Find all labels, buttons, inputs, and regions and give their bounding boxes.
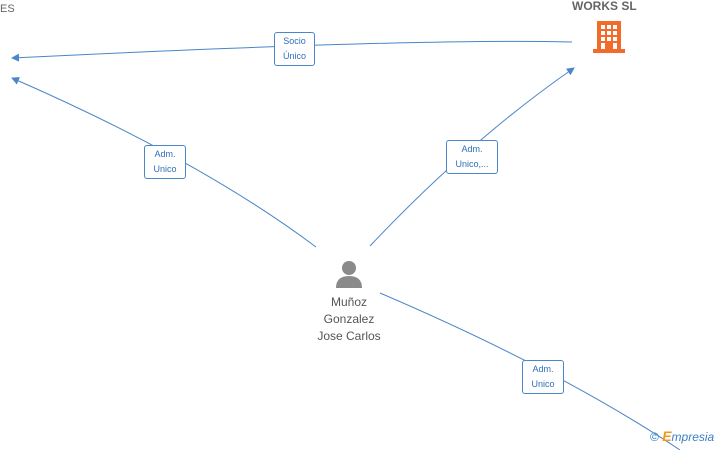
copyright-symbol: © [650, 430, 659, 444]
edge-label-line: Adm. [532, 364, 554, 374]
brand-name: mpresia [671, 430, 715, 444]
edge-label-line: Unico,... [455, 159, 489, 169]
edge-label-socio-unico[interactable]: Socio Único [274, 32, 315, 66]
edge-label-adm-unico-right[interactable]: Adm. Unico,... [446, 140, 498, 174]
edge-label-line: Unico [531, 379, 555, 389]
edge-label-line: Único [282, 51, 306, 61]
person-icon[interactable] [336, 261, 362, 288]
right-company-label[interactable]: WORKS SL [572, 0, 637, 13]
person-name-line-3: Jose Carlos [317, 329, 381, 343]
edge-label-line: Adm. [154, 149, 176, 159]
left-company-label[interactable]: ES [0, 3, 15, 15]
building-icon[interactable] [593, 21, 625, 53]
edge-label-line: Socio [283, 36, 306, 46]
edge-label-adm-unico-left[interactable]: Adm. Unico [144, 145, 186, 179]
empresia-watermark: © Empresia [650, 428, 714, 444]
edge-label-adm-unico-bottom[interactable]: Adm. Unico [522, 360, 564, 394]
person-name-line-2: Gonzalez [323, 312, 375, 326]
edge-label-line: Adm. [461, 144, 483, 154]
person-name[interactable]: Muñoz Gonzalez Jose Carlos [299, 294, 399, 345]
brand-initial: E [662, 428, 672, 444]
person-name-line-1: Muñoz [330, 295, 368, 309]
edge-label-line: Unico [153, 164, 177, 174]
edge-socio-unico [11, 40, 573, 62]
